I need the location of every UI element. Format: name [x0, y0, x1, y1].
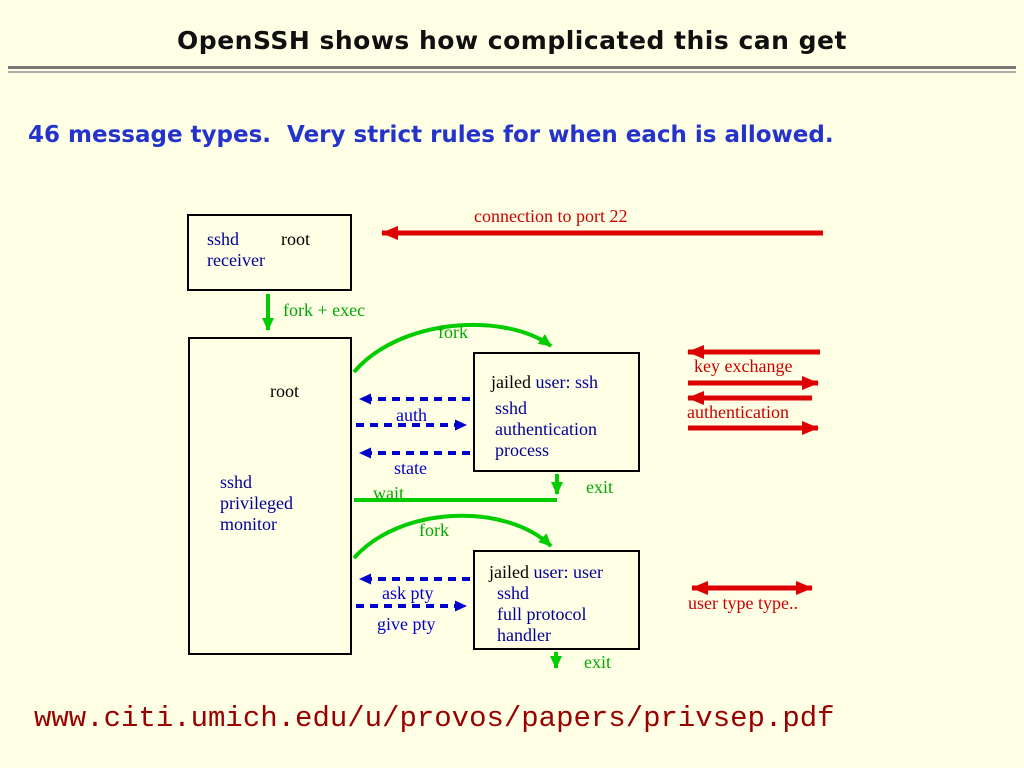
auth-jailed-label: jailed — [491, 372, 531, 392]
title-rule-top — [8, 66, 1016, 69]
sshd-receiver-box: sshd root receiver — [187, 214, 352, 291]
monitor-line2: privileged — [220, 493, 293, 513]
monitor-line1: sshd — [220, 472, 253, 492]
authentication-label: authentication — [687, 402, 789, 422]
auth-box-text: sshd authentication process — [491, 398, 638, 461]
exit1-label: exit — [586, 477, 613, 497]
handler-user-label: user: user — [533, 562, 603, 582]
exit2-label: exit — [584, 652, 611, 672]
handler-box-text: sshd full protocol handler — [489, 583, 638, 646]
auth-user-label: user: ssh — [535, 372, 598, 392]
handler-jailed-label: jailed — [489, 562, 529, 582]
fork2-label: fork — [419, 520, 449, 540]
handler-box-line1: jailed user: user — [489, 562, 638, 583]
user-type-label: user type type.. — [688, 593, 798, 613]
handler-line4: handler — [497, 625, 551, 645]
auth-label: auth — [396, 405, 427, 425]
receiver-line2: receiver — [207, 250, 265, 270]
monitor-text: sshd privileged monitor — [220, 472, 293, 535]
monitor-line3: monitor — [220, 514, 277, 534]
connection-label: connection to port 22 — [474, 206, 628, 226]
fork-exec-label: fork + exec — [283, 300, 366, 320]
auth-line2: sshd — [495, 398, 528, 418]
key-exchange-label: key exchange — [694, 356, 793, 376]
handler-line3: full protocol — [497, 604, 587, 624]
auth-box-line1: jailed user: ssh — [491, 372, 638, 393]
receiver-line1: sshd root — [207, 229, 350, 250]
wait-label: wait — [373, 483, 404, 503]
paper-url: www.citi.umich.edu/u/provos/papers/privs… — [34, 702, 835, 735]
slide-title: OpenSSH shows how complicated this can g… — [177, 26, 847, 55]
auth-line3: authentication — [495, 419, 597, 439]
title-rule-bottom — [8, 71, 1016, 73]
ask-pty-label: ask pty — [382, 583, 434, 603]
state-label: state — [394, 458, 427, 478]
protocol-handler-box: jailed user: user sshd full protocol han… — [473, 550, 640, 650]
give-pty-label: give pty — [377, 614, 436, 634]
fork1-label: fork — [438, 322, 468, 342]
auth-line4: process — [495, 440, 549, 460]
auth-process-box: jailed user: ssh sshd authentication pro… — [473, 352, 640, 472]
slide-subtitle: 46 message types. Very strict rules for … — [28, 122, 834, 148]
monitor-root-label: root — [270, 381, 299, 401]
handler-line2: sshd — [497, 583, 530, 603]
privileged-monitor-box: root sshd privileged monitor — [188, 337, 352, 655]
receiver-sshd-label: sshd — [207, 229, 240, 249]
receiver-root-label: root — [281, 229, 311, 249]
